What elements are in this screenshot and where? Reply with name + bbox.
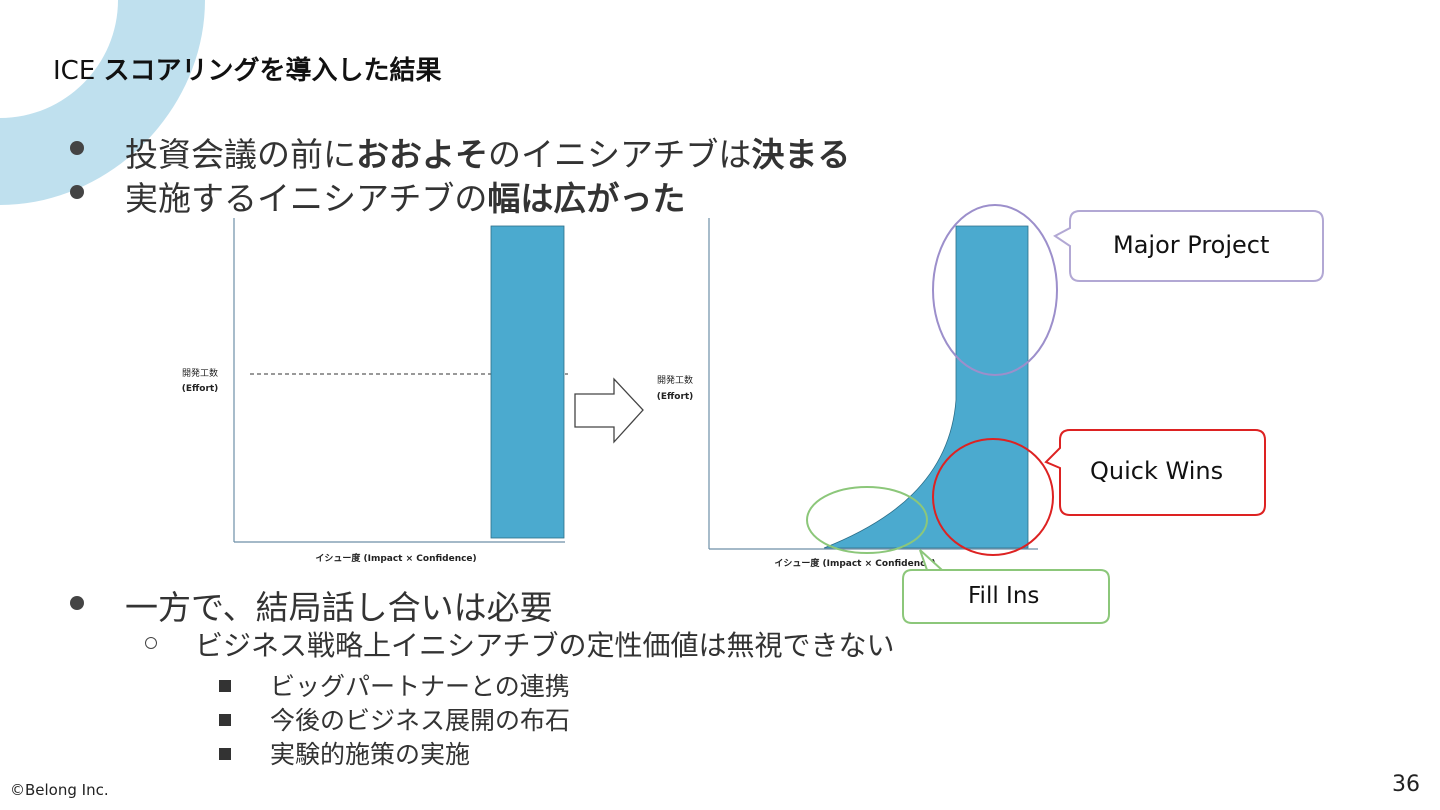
- initiative-band-before: [490, 225, 565, 539]
- initiative-band-after: [823, 225, 1029, 549]
- sub-sub-bullet-3: 実験的施策の実施: [270, 740, 471, 769]
- major-project-label: Major Project: [1113, 231, 1270, 259]
- fill-ins-ellipse: [806, 486, 928, 554]
- quick-wins-ellipse: [932, 438, 1054, 556]
- sub-sub-square-1: [219, 680, 231, 692]
- quick-wins-bubble: [1044, 429, 1266, 516]
- title-prefix: ICE: [53, 56, 96, 86]
- fill-ins-label: Fill Ins: [968, 583, 1040, 609]
- xlabel-after: イシュー度 (Impact × Confidence): [774, 557, 935, 569]
- bullet-1-bold-b: 決まる: [751, 135, 851, 174]
- bullet-2-text: 実施するイニシアチブの: [125, 179, 488, 218]
- xlabel-before: イシュー度 (Impact × Confidence): [315, 552, 476, 564]
- bullet-1-text-b: のイニシアチブは: [488, 135, 752, 174]
- quick-wins-label: Quick Wins: [1090, 457, 1224, 485]
- bullet-2-bold: 幅は広がった: [487, 179, 686, 218]
- transition-arrow: [574, 377, 644, 444]
- ylabel-before-line2: (Effort): [182, 384, 219, 394]
- major-project-bubble: [1053, 210, 1324, 282]
- bullet-dot-3: [70, 596, 84, 610]
- copyright-footer: ©Belong Inc.: [10, 781, 109, 799]
- ylabel-after-line1: 開発工数: [657, 374, 693, 386]
- bullet-dot-2: [70, 185, 84, 199]
- bullet-dot-1: [70, 141, 84, 155]
- fill-ins-bubble: [902, 549, 1110, 624]
- page-number: 36: [1392, 772, 1420, 797]
- bullet-2: 実施するイニシアチブの幅は広がった: [125, 172, 685, 220]
- slide-title: ICE スコアリングを導入した結果: [53, 50, 442, 87]
- bullet-3: 一方で、結局話し合いは必要: [125, 588, 553, 627]
- ylabel-after-line2: (Effort): [657, 392, 694, 402]
- sub-bullet-1: ビジネス戦略上イニシアチブの定性価値は無視できない: [195, 629, 895, 662]
- bullet-1-text-a: 投資会議の前に: [125, 135, 356, 174]
- ylabel-before-line1: 開発工数: [182, 367, 218, 379]
- title-bold: スコアリングを導入した結果: [103, 56, 442, 86]
- chart-before: 開発工数 (Effort) イシュー度 (Impact × Confidence…: [182, 218, 568, 564]
- sub-sub-square-3: [219, 748, 231, 760]
- chart-after: 開発工数 (Effort) イシュー度 (Impact × Confidence…: [657, 218, 1038, 569]
- major-project-ellipse: [932, 204, 1058, 376]
- sub-bullet-circle: [145, 637, 157, 649]
- sub-sub-bullet-1: ビッグパートナーとの連携: [270, 672, 570, 701]
- sub-sub-square-2: [219, 714, 231, 726]
- decorative-arc: [0, 0, 205, 205]
- bullet-1: 投資会議の前におおよそのイニシアチブは決まる: [125, 128, 850, 176]
- sub-sub-bullet-2: 今後のビジネス展開の布石: [270, 706, 571, 735]
- bullet-1-bold-a: おおよそ: [356, 135, 488, 174]
